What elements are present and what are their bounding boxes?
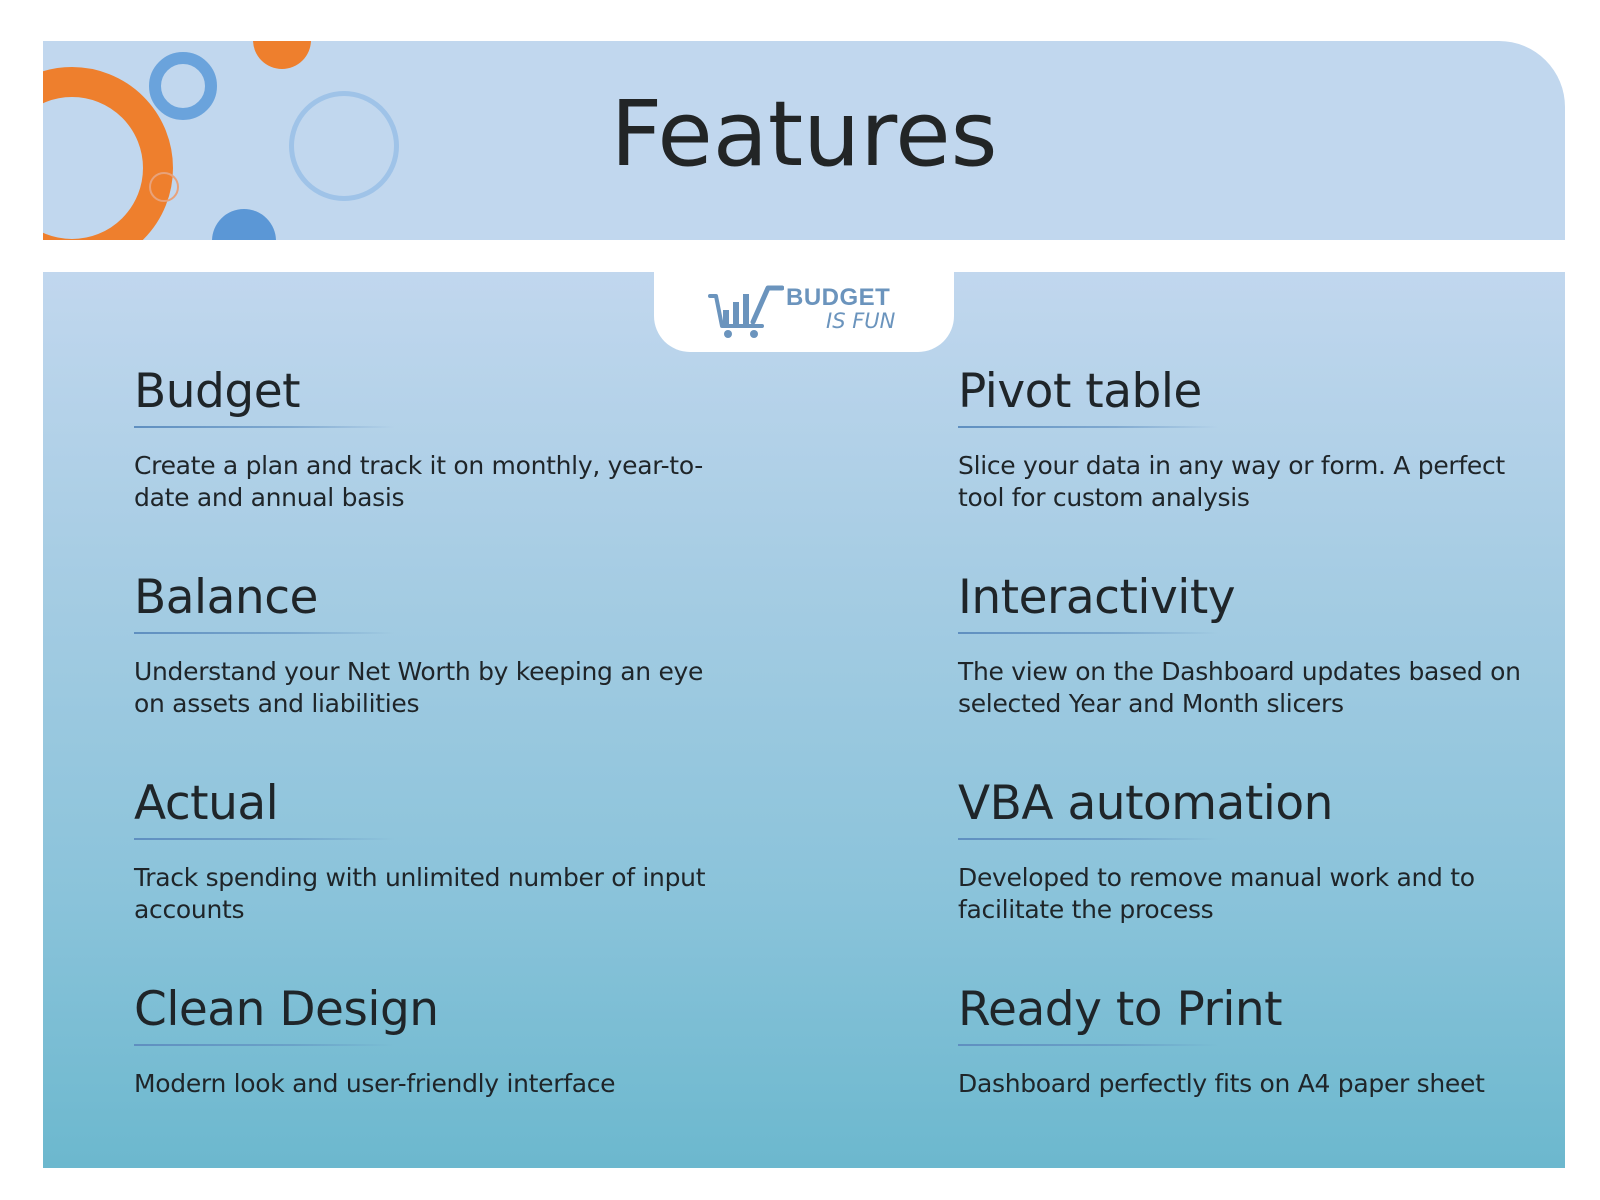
feature-pivot-table: Pivot table Slice your data in any way o… — [958, 364, 1558, 514]
feature-title: Balance — [134, 570, 318, 625]
feature-title: Ready to Print — [958, 982, 1283, 1037]
shopping-cart-bar-chart-icon — [708, 285, 784, 338]
feature-divider — [134, 838, 394, 840]
feature-divider — [958, 1044, 1218, 1046]
feature-actual: Actual Track spending with unlimited num… — [134, 776, 734, 926]
feature-description: Developed to remove manual work and to f… — [958, 863, 1475, 924]
feature-divider — [134, 426, 394, 428]
feature-divider — [958, 426, 1218, 428]
feature-title: Pivot table — [958, 364, 1202, 419]
decorative-large-ring-icon — [289, 91, 399, 201]
features-panel: BUDGET IS FUN Budget Create a plan and t… — [43, 272, 1565, 1168]
feature-balance: Balance Understand your Net Worth by kee… — [134, 570, 734, 720]
feature-description: Dashboard perfectly fits on A4 paper she… — [958, 1069, 1485, 1098]
feature-title: Interactivity — [958, 570, 1236, 625]
feature-title: Actual — [134, 776, 279, 831]
feature-divider — [958, 838, 1218, 840]
decorative-orange-dot-icon — [253, 41, 311, 69]
feature-budget: Budget Create a plan and track it on mon… — [134, 364, 734, 514]
feature-title: Clean Design — [134, 982, 439, 1037]
feature-description: Create a plan and track it on monthly, y… — [134, 451, 703, 512]
logo: BUDGET IS FUN — [654, 272, 954, 352]
feature-vba-automation: VBA automation Developed to remove manua… — [958, 776, 1558, 926]
decorative-blue-dot-icon — [212, 209, 276, 240]
feature-title: VBA automation — [958, 776, 1333, 831]
logo-word-budget: BUDGET — [786, 284, 891, 311]
feature-description: Understand your Net Worth by keeping an … — [134, 657, 704, 718]
feature-description: Slice your data in any way or form. A pe… — [958, 451, 1505, 512]
feature-interactivity: Interactivity The view on the Dashboard … — [958, 570, 1558, 720]
feature-divider — [134, 1044, 394, 1046]
decorative-small-ring-icon — [149, 172, 179, 202]
feature-title: Budget — [134, 364, 301, 419]
feature-divider — [958, 632, 1218, 634]
feature-clean-design: Clean Design Modern look and user-friend… — [134, 982, 734, 1100]
logo-word-is-fun: IS FUN — [826, 309, 896, 333]
feature-divider — [134, 632, 394, 634]
feature-description: The view on the Dashboard updates based … — [958, 657, 1521, 718]
page-title: Features — [610, 82, 998, 187]
header-banner: Features — [43, 41, 1565, 240]
feature-description: Modern look and user-friendly interface — [134, 1069, 616, 1098]
feature-ready-to-print: Ready to Print Dashboard perfectly fits … — [958, 982, 1558, 1100]
feature-description: Track spending with unlimited number of … — [134, 863, 706, 924]
